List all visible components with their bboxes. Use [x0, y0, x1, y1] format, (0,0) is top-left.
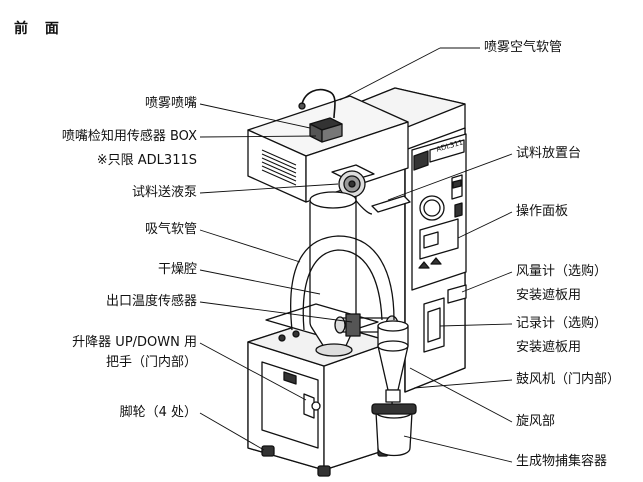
- label-recorder-line1: 记录计（选购）: [516, 316, 608, 331]
- label-airflow-meter-line1: 风量计（选购）: [516, 264, 608, 279]
- cyclone-drawing: [377, 320, 409, 403]
- collector-drawing: [371, 403, 417, 457]
- label-airflow-meter-line2: 安装遮板用: [516, 288, 582, 303]
- label-adl311s-only: ※只限 ADL311S: [96, 153, 197, 168]
- label-outlet-temp-sensor: 出口温度传感器: [105, 294, 197, 309]
- label-lift-handle-line1: 升降器 UP/DOWN 用: [72, 335, 197, 350]
- label-sample-table: 试料放置台: [516, 146, 582, 161]
- label-cyclone: 旋风部: [516, 414, 556, 429]
- page-title: 前 面: [14, 21, 65, 37]
- label-drying-chamber: 干燥腔: [157, 262, 197, 277]
- control-panel-face: [411, 133, 467, 291]
- label-nozzle-sensor-box: 喷嘴检知用传感器 BOX: [61, 129, 197, 144]
- label-blower: 鼓风机（门内部）: [516, 372, 621, 387]
- label-collector: 生成物捕集容器: [516, 454, 608, 469]
- option-plates: [423, 284, 467, 353]
- label-recorder-line2: 安装遮板用: [516, 340, 582, 355]
- label-sample-pump: 试料送液泵: [131, 185, 197, 200]
- head-box: [247, 88, 409, 203]
- label-lift-handle-line2: 把手（门内部）: [105, 355, 197, 370]
- label-casters: 脚轮（4 处）: [119, 405, 197, 420]
- label-spray-nozzle: 喷雾喷嘴: [144, 96, 197, 111]
- suction-hose-drawing: [290, 235, 395, 331]
- lower-cabinet: [247, 303, 393, 471]
- label-spray-air-hose: 喷雾空气软管: [484, 40, 563, 55]
- label-operation-panel: 操作面板: [516, 204, 569, 219]
- label-suction-hose: 吸气软管: [144, 222, 197, 237]
